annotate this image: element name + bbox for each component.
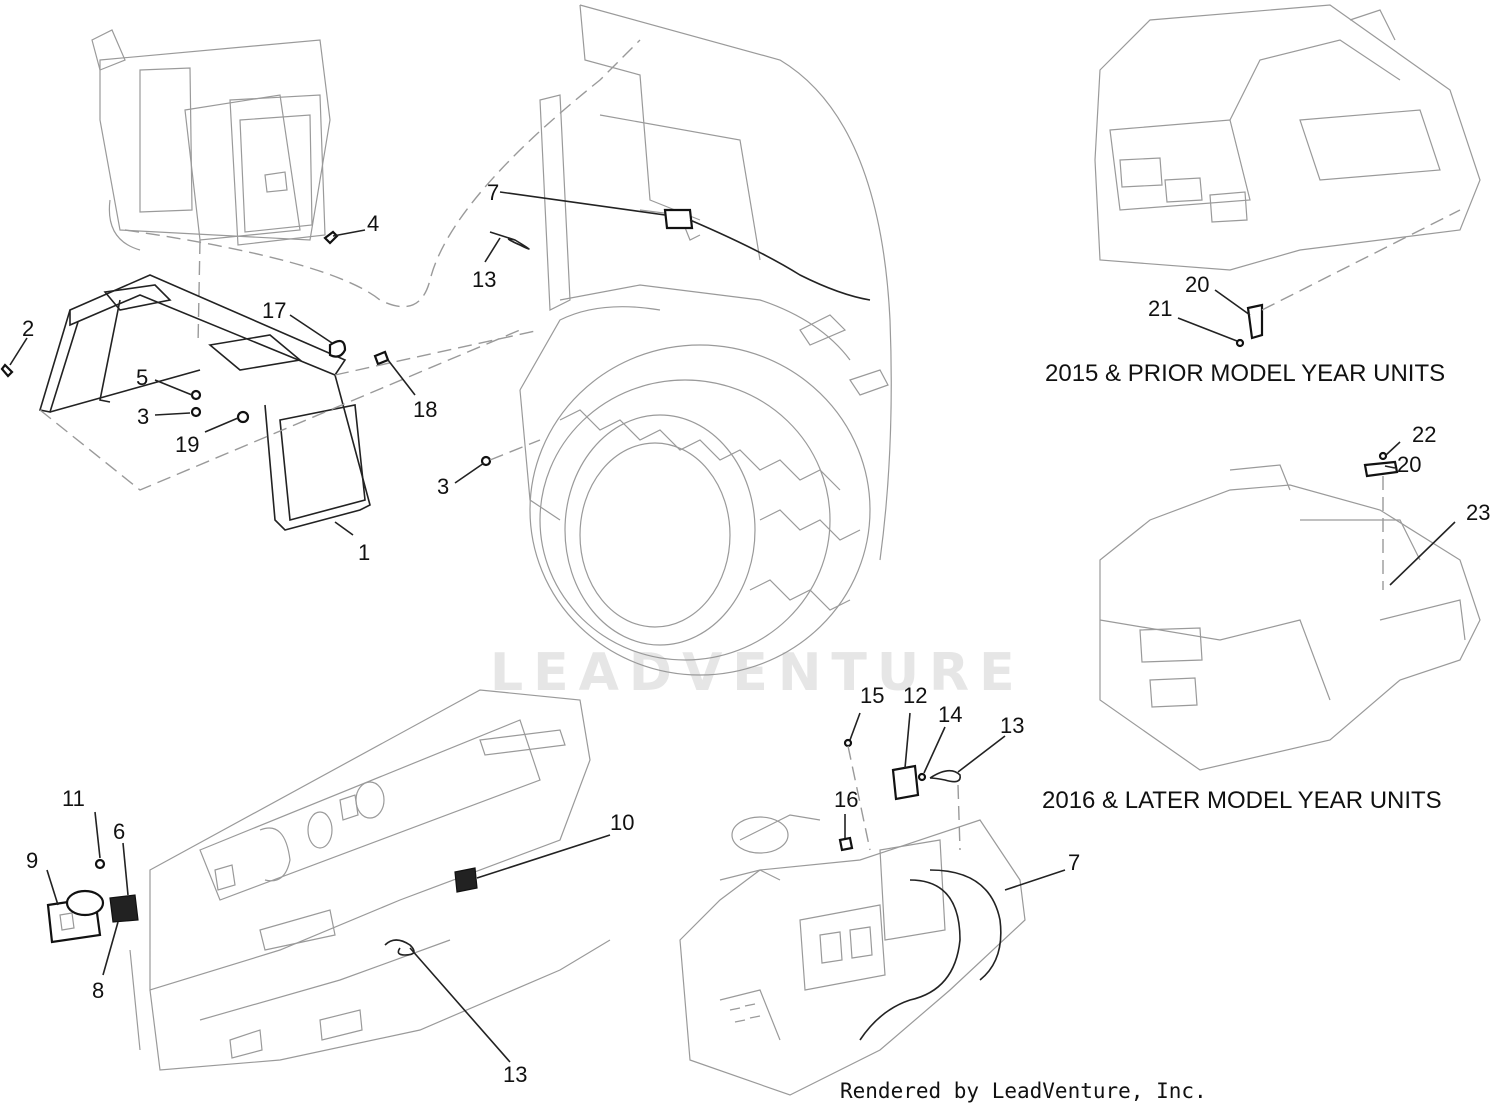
cable-tie-13-left: [384, 939, 415, 956]
cable-tie-13-right: [929, 769, 961, 783]
callout-14: 14: [938, 702, 962, 727]
callout-13-right: 13: [1000, 713, 1024, 738]
leader-lines: [9, 191, 1456, 1063]
nut-11: [94, 858, 106, 870]
callout-7-top: 7: [487, 180, 499, 205]
bracket-dash-1: [39, 329, 521, 491]
machine-2015-prior: [1094, 4, 1481, 271]
bracket-20-prior: [1246, 303, 1264, 340]
callout-7-bottom: 7: [1068, 850, 1080, 875]
render-credit: Rendered by LeadVenture, Inc.: [840, 1079, 1207, 1103]
callout-12: 12: [903, 683, 927, 708]
relay-12: [891, 764, 920, 801]
callout-18: 18: [413, 397, 437, 422]
tie-dash: [957, 784, 961, 851]
harness-connector-7-top: [663, 208, 694, 230]
harness-wire-top: [689, 219, 871, 301]
bolt-18: [373, 350, 390, 366]
screw-21: [1235, 338, 1245, 348]
nut-19: [236, 410, 250, 424]
callout-6: 6: [113, 819, 125, 844]
callout-15: 15: [860, 683, 884, 708]
caption-2015-prior: 2015 & PRIOR MODEL YEAR UNITS: [1045, 360, 1445, 387]
cable-tie-13-top: [489, 231, 530, 250]
washer-14: [917, 772, 927, 782]
canister-dash-line: [197, 239, 201, 346]
key-switch-assembly: [46, 858, 139, 944]
bracket-part-1: [38, 274, 371, 531]
callout-3-left: 3: [137, 404, 149, 429]
relay-dash: [847, 745, 871, 851]
bolt-4: [323, 230, 339, 245]
switch-10: [454, 867, 478, 893]
watermark-text: LEADVENTURE: [490, 643, 1025, 703]
callout-20-prior: 20: [1185, 272, 1209, 297]
hose-route-dash: [124, 39, 641, 308]
bracket-dash-2: [334, 329, 541, 376]
callout-8: 8: [92, 978, 104, 1003]
callout-5: 5: [136, 365, 148, 390]
callout-16: 16: [834, 787, 858, 812]
callout-10: 10: [610, 810, 634, 835]
nut-3-left: [190, 406, 202, 418]
clip-16: [838, 836, 854, 852]
fender-and-tire: [519, 4, 892, 676]
callout-19: 19: [175, 432, 199, 457]
key-switch-8: [109, 894, 139, 923]
control-panel-assembly: [679, 814, 1026, 1096]
callout-3-right: 3: [437, 474, 449, 499]
callout-9: 9: [26, 848, 38, 873]
washer-5: [190, 389, 202, 401]
bracket-20-later: [1363, 460, 1399, 478]
dash-panel: [129, 689, 611, 1071]
callout-21: 21: [1148, 296, 1172, 321]
callout-20-later: 20: [1397, 452, 1421, 477]
caption-2016-later: 2016 & LATER MODEL YEAR UNITS: [1042, 787, 1442, 814]
callout-22: 22: [1412, 422, 1436, 447]
callout-4: 4: [367, 211, 379, 236]
screw-2: [0, 363, 14, 378]
callout-23: 23: [1466, 500, 1490, 525]
canister-assembly: [91, 29, 331, 251]
callout-2: 2: [22, 316, 34, 341]
machine-2016-later: [1099, 464, 1481, 771]
callout-13-top: 13: [472, 267, 496, 292]
prior-dash: [1261, 209, 1461, 311]
screw-15: [843, 738, 853, 748]
clamp-17: [328, 339, 347, 358]
callout-13-bottom: 13: [503, 1062, 527, 1087]
callouts: 1 2 3 3 4 5 6 7 7 8 9 10 11 12 13 13 13 …: [22, 180, 1490, 1087]
callout-17: 17: [262, 298, 286, 323]
callout-11: 11: [62, 786, 85, 811]
screw-22: [1378, 451, 1388, 461]
callout-1: 1: [358, 540, 370, 565]
fender-nut-dash: [489, 439, 541, 461]
